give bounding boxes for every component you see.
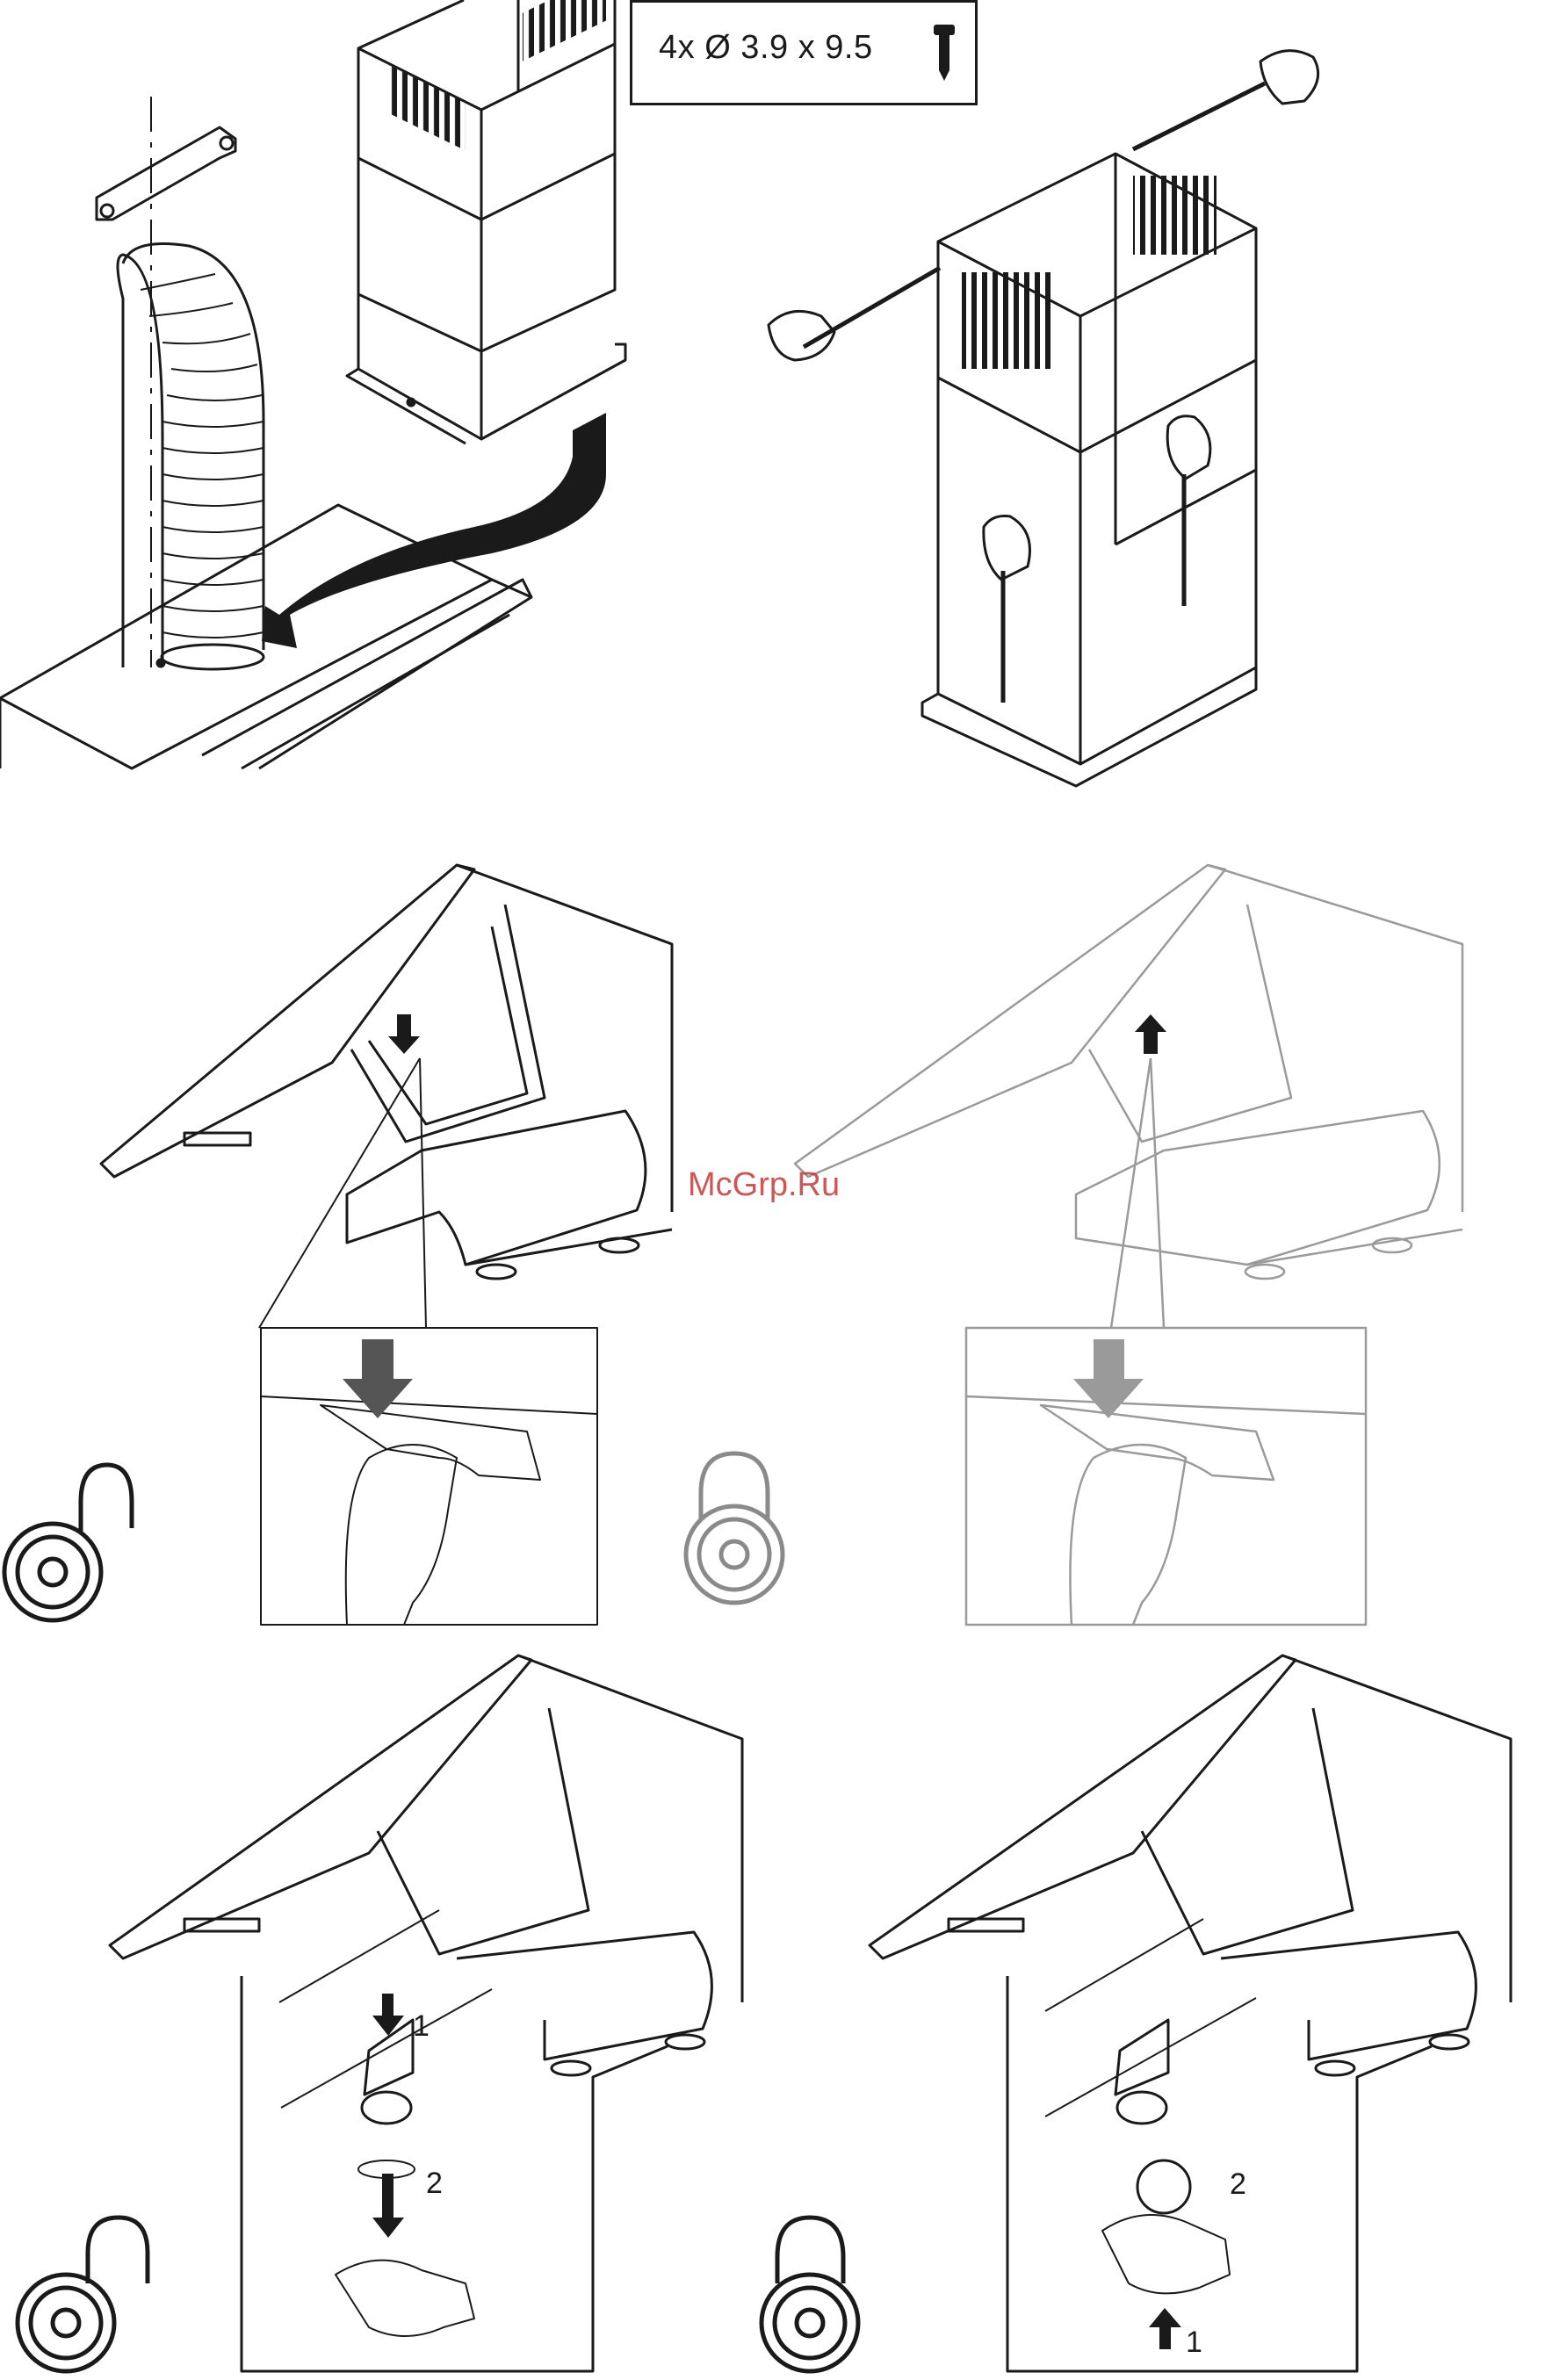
arrow-icon bbox=[388, 1014, 420, 1054]
screw-spec-label: 4x Ø 3.9 x 9.5 bbox=[659, 29, 873, 67]
cap-insert-illustration bbox=[870, 1655, 1511, 2371]
duct-install-illustration bbox=[0, 0, 625, 768]
step-number: 1 bbox=[1186, 2326, 1202, 2359]
padlock-open-icon bbox=[18, 2218, 148, 2371]
padlock-open-icon bbox=[4, 1465, 132, 1620]
filter-insert-illustration bbox=[795, 865, 1462, 1625]
padlock-closed-icon bbox=[762, 2218, 858, 2371]
watermark: McGrp.Ru bbox=[688, 1166, 840, 1204]
arrow-icon bbox=[1135, 1014, 1166, 1054]
arrow-icon bbox=[1149, 2308, 1181, 2349]
step-number: 2 bbox=[426, 2167, 443, 2200]
arrow-icon bbox=[262, 413, 606, 648]
step-number: 1 bbox=[413, 2009, 430, 2043]
arrow-icon bbox=[1073, 1339, 1144, 1418]
chimney-fix-illustration bbox=[769, 51, 1318, 786]
padlock-closed-icon bbox=[686, 1453, 783, 1603]
screw-icon bbox=[931, 25, 957, 83]
filter-remove-illustration bbox=[101, 865, 672, 1625]
arrow-icon bbox=[372, 2174, 404, 2238]
screw-spec-box: 4x Ø 3.9 x 9.5 bbox=[630, 0, 978, 105]
step-number: 2 bbox=[1230, 2167, 1246, 2201]
arrow-icon bbox=[343, 1339, 413, 1418]
